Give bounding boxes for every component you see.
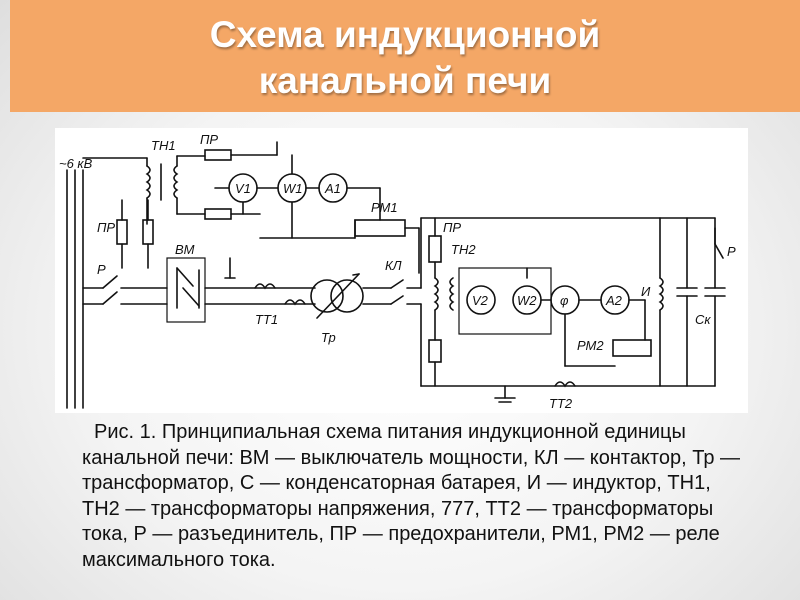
tn1-label: ТН1 <box>151 138 176 153</box>
title-line-2: канальной печи <box>258 60 552 101</box>
fuse-top <box>204 149 278 220</box>
disconnector-left <box>82 275 168 305</box>
main-line <box>204 257 316 305</box>
tp-label: Тр <box>321 330 336 345</box>
bm-label: ВМ <box>175 242 195 257</box>
tt1-label: ТТ1 <box>255 312 278 327</box>
pm2-label: РМ2 <box>577 338 604 353</box>
meter-wiring <box>214 141 381 239</box>
fuse-right <box>428 217 442 387</box>
pr-right-label: ПР <box>443 220 461 235</box>
disconnector-right <box>714 227 724 259</box>
kl-label: КЛ <box>385 258 402 273</box>
a1-label: A1 <box>324 181 341 196</box>
supply-buses <box>66 169 84 409</box>
title-line-1: Схема индукционной <box>209 14 601 55</box>
circuit-diagram: ~6 кВ ТН1 ПР ПР <box>55 128 748 413</box>
meter-wiring-2 <box>526 267 646 367</box>
w2-label: W2 <box>517 293 537 308</box>
transformer-tp <box>310 273 392 319</box>
title-banner <box>10 0 800 112</box>
v1-label: V1 <box>235 181 251 196</box>
a2-label: A2 <box>605 293 623 308</box>
pm1-label: РМ1 <box>371 200 398 215</box>
tn2-label: ТН2 <box>451 242 476 257</box>
relay-rm2 <box>612 339 652 357</box>
capacitor-ck <box>659 217 726 387</box>
tt2-ct <box>494 381 576 403</box>
pr-top-label: ПР <box>200 132 218 147</box>
voltage-label: ~6 кВ <box>59 156 93 171</box>
v2-label: V2 <box>472 293 489 308</box>
tt2-label: ТТ2 <box>549 396 573 411</box>
breaker-bm <box>166 257 206 323</box>
p-right-label: Р <box>727 244 736 259</box>
circuit-svg: ~6 кВ ТН1 ПР ПР <box>59 132 736 411</box>
ck-label: Cк <box>695 312 711 327</box>
pr-left-label: ПР <box>97 220 115 235</box>
meter-v2 <box>466 285 496 315</box>
figure-caption: Рис. 1. Принципиальная схема питания инд… <box>82 420 742 573</box>
w1-label: W1 <box>283 181 303 196</box>
phi-label: φ <box>560 293 569 308</box>
p-left-label: Р <box>97 262 106 277</box>
relay-rm1 <box>354 219 420 274</box>
slide-title: Схема индукционной канальной печи <box>10 12 800 104</box>
i-label: И <box>641 284 651 299</box>
tt1-ct <box>254 283 306 306</box>
contactor-kl <box>390 217 716 387</box>
fuse-left <box>116 199 154 269</box>
inductor-i <box>658 217 664 387</box>
caption-text: Рис. 1. Принципиальная схема питания инд… <box>82 421 740 571</box>
tn1-transformer <box>82 155 206 225</box>
